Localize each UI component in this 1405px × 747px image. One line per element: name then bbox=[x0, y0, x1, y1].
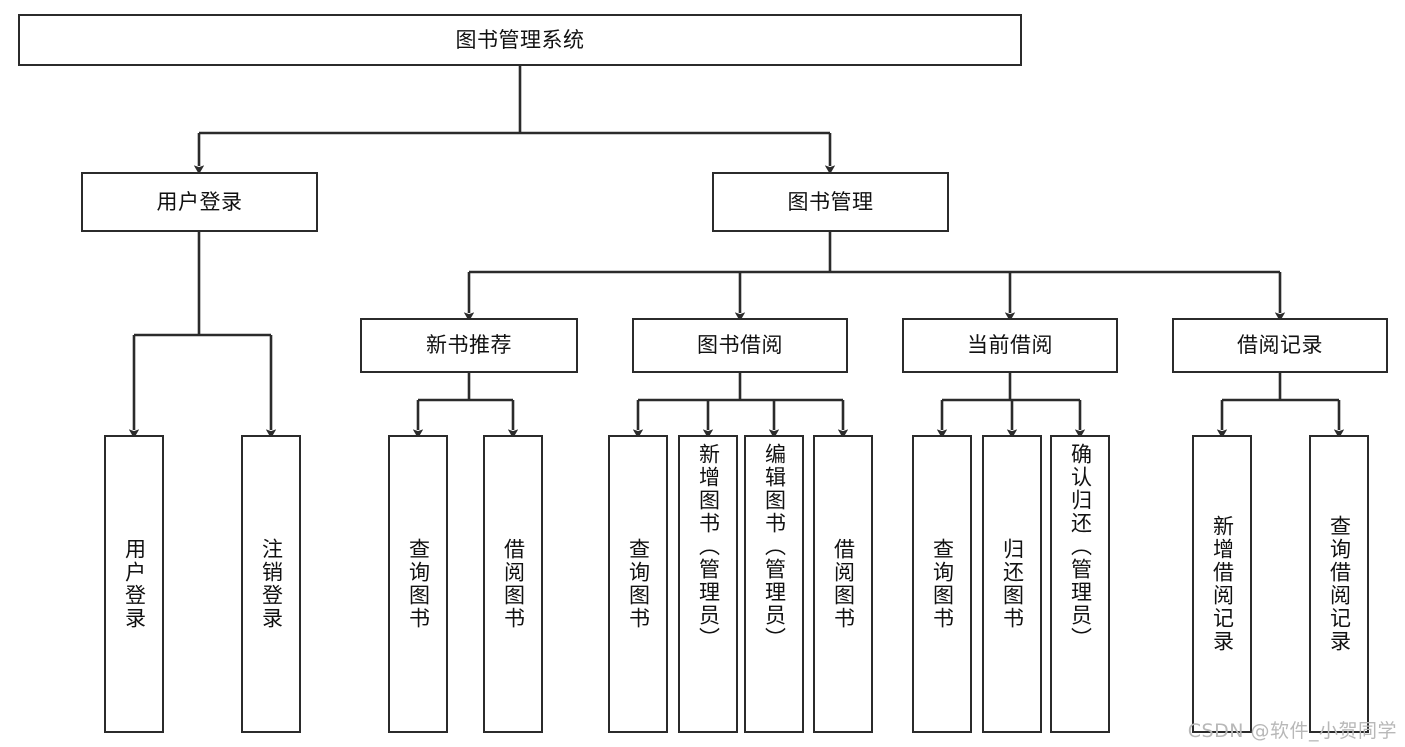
node-borrow-record-label: 借阅记录 bbox=[1237, 333, 1323, 358]
node-leaf-borrow-book-b[interactable]: 借阅图书 bbox=[813, 435, 873, 733]
node-leaf-return-book-label: 归还图书 bbox=[1000, 538, 1025, 630]
node-new-book-recommend[interactable]: 新书推荐 bbox=[360, 318, 578, 373]
node-leaf-query-book-b[interactable]: 查询图书 bbox=[608, 435, 668, 733]
node-leaf-borrow-book-b-label: 借阅图书 bbox=[831, 538, 856, 630]
node-leaf-user-login[interactable]: 用户登录 bbox=[104, 435, 164, 733]
node-leaf-borrow-book-a-label: 借阅图书 bbox=[501, 538, 526, 630]
node-leaf-return-book[interactable]: 归还图书 bbox=[982, 435, 1042, 733]
node-book-borrow[interactable]: 图书借阅 bbox=[632, 318, 848, 373]
node-leaf-query-book-c-label: 查询图书 bbox=[930, 538, 955, 630]
node-leaf-confirm-return[interactable]: 确认归还（管理员） bbox=[1050, 435, 1110, 733]
node-leaf-query-book-b-label: 查询图书 bbox=[626, 538, 651, 630]
node-leaf-edit-book-label: 编辑图书（管理员） bbox=[762, 443, 787, 650]
node-leaf-query-book-a-label: 查询图书 bbox=[406, 538, 431, 630]
node-user-login[interactable]: 用户登录 bbox=[81, 172, 318, 232]
node-borrow-record[interactable]: 借阅记录 bbox=[1172, 318, 1388, 373]
node-leaf-user-login-label: 用户登录 bbox=[122, 538, 147, 630]
node-root[interactable]: 图书管理系统 bbox=[18, 14, 1022, 66]
node-leaf-add-book-label: 新增图书（管理员） bbox=[696, 443, 721, 650]
node-current-borrow-label: 当前借阅 bbox=[967, 333, 1053, 358]
node-book-manage-label: 图书管理 bbox=[787, 189, 874, 214]
node-current-borrow[interactable]: 当前借阅 bbox=[902, 318, 1118, 373]
node-leaf-query-book-a[interactable]: 查询图书 bbox=[388, 435, 448, 733]
watermark-text: CSDN @软件_小贺同学 bbox=[1187, 720, 1397, 742]
node-leaf-borrow-book-a[interactable]: 借阅图书 bbox=[483, 435, 543, 733]
node-leaf-query-record-label: 查询借阅记录 bbox=[1327, 515, 1352, 653]
node-leaf-edit-book[interactable]: 编辑图书（管理员） bbox=[744, 435, 804, 733]
node-leaf-add-record-label: 新增借阅记录 bbox=[1210, 515, 1235, 653]
node-leaf-add-book[interactable]: 新增图书（管理员） bbox=[678, 435, 738, 733]
node-book-borrow-label: 图书借阅 bbox=[697, 333, 783, 358]
node-leaf-add-record[interactable]: 新增借阅记录 bbox=[1192, 435, 1252, 733]
node-leaf-query-book-c[interactable]: 查询图书 bbox=[912, 435, 972, 733]
node-leaf-user-logout[interactable]: 注销登录 bbox=[241, 435, 301, 733]
node-leaf-user-logout-label: 注销登录 bbox=[259, 538, 284, 630]
node-leaf-confirm-return-label: 确认归还（管理员） bbox=[1068, 443, 1093, 650]
node-new-book-recommend-label: 新书推荐 bbox=[426, 333, 512, 358]
node-book-manage[interactable]: 图书管理 bbox=[712, 172, 949, 232]
node-user-login-label: 用户登录 bbox=[156, 189, 243, 214]
node-root-label: 图书管理系统 bbox=[455, 27, 585, 52]
node-leaf-query-record[interactable]: 查询借阅记录 bbox=[1309, 435, 1369, 733]
